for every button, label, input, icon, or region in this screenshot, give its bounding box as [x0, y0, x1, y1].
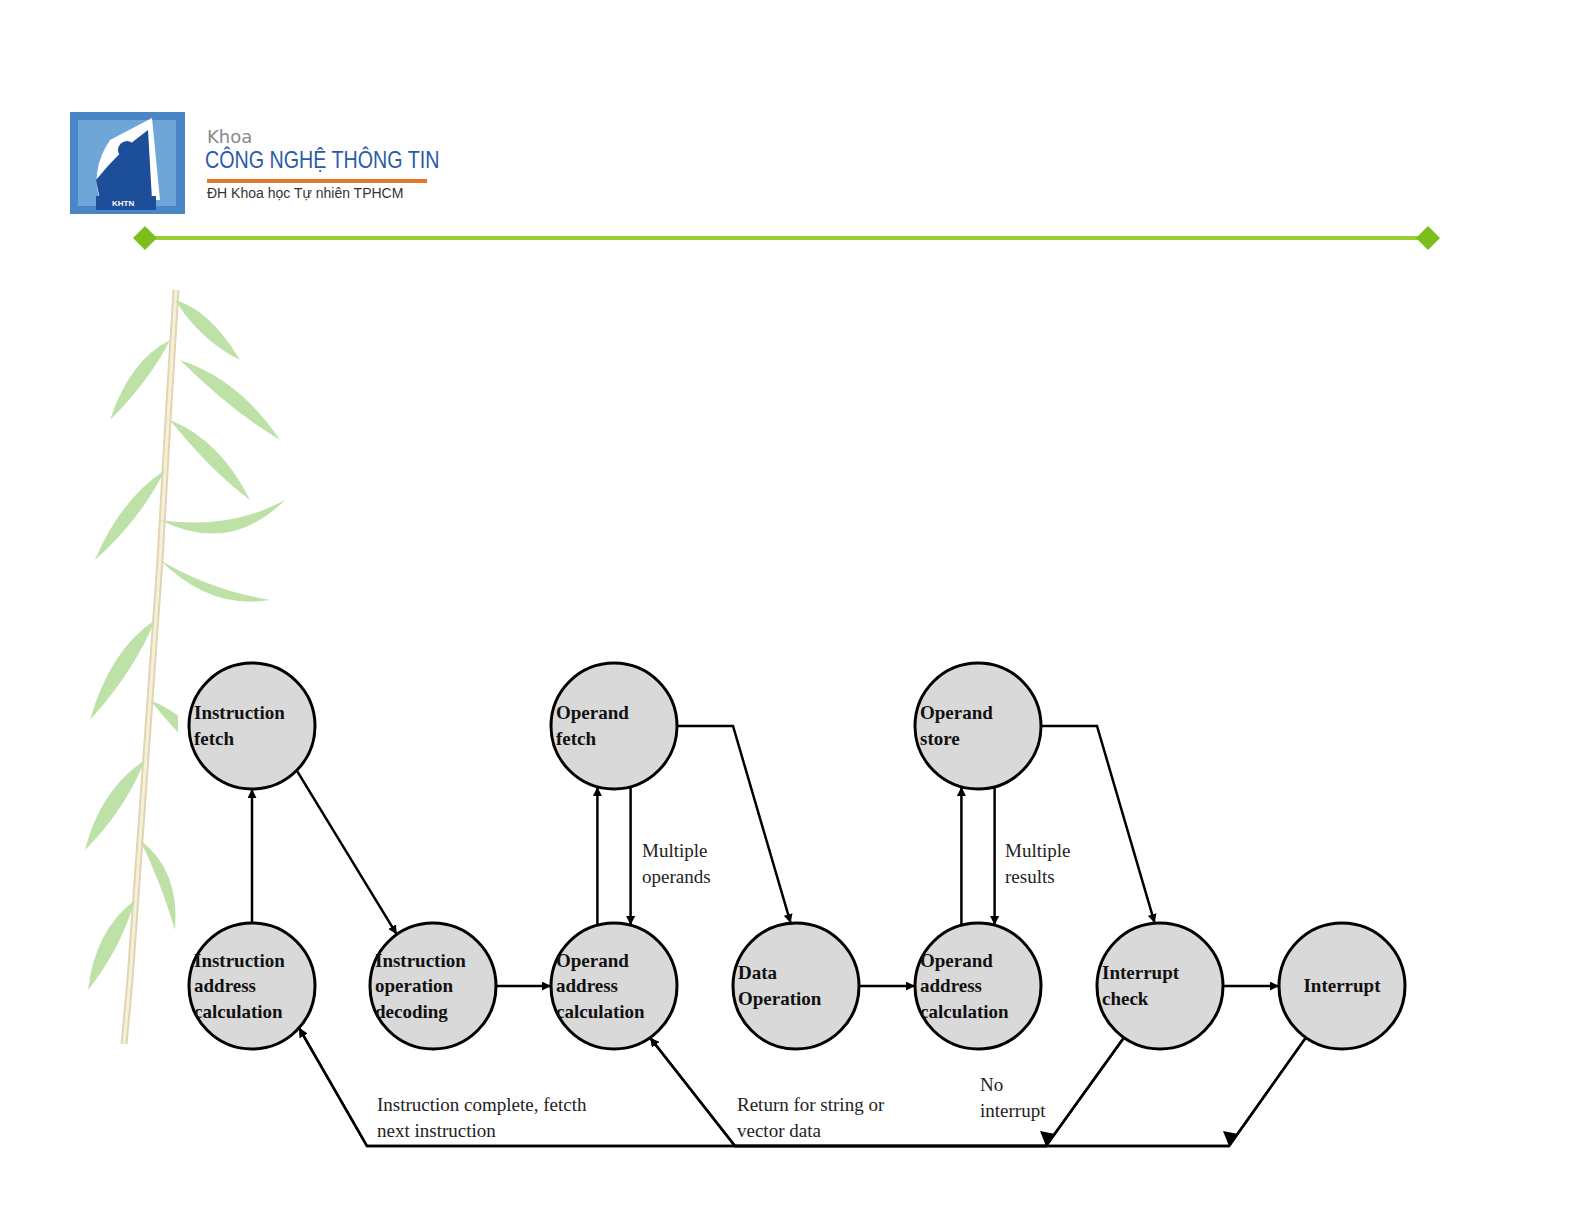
edge-label: Instruction complete, fetcth next instru…	[375, 1092, 591, 1143]
state-circle: Operand store	[913, 661, 1043, 791]
faculty-word: Khoa	[207, 126, 252, 148]
edge-label: Multiple operands	[640, 838, 736, 889]
rule-diamond	[133, 226, 157, 250]
state-circle: Interrupt check	[1095, 921, 1225, 1051]
state-label: Instruction fetch	[194, 700, 310, 751]
circle-outline	[187, 661, 317, 791]
flow-arrow	[993, 788, 996, 924]
edge-label: Return for string or vector data	[735, 1092, 895, 1143]
diagram-ground	[178, 648, 1418, 1158]
state-label: Operand address calculation	[920, 948, 1036, 1025]
faculty-name: CÔNG NGHỆ THÔNG TIN	[205, 146, 439, 175]
state-label: Data Operation	[738, 960, 854, 1011]
header-rule	[145, 236, 1428, 240]
rule-diamond	[1416, 226, 1440, 250]
logo-base	[96, 196, 156, 210]
state-label: Operand fetch	[556, 700, 672, 751]
state-label: Interrupt check	[1102, 960, 1218, 1011]
flow-arrow	[297, 771, 396, 933]
circle-outline	[1095, 921, 1225, 1051]
circle-outline	[549, 661, 679, 791]
flow-arrow	[497, 985, 550, 988]
state-circle: Instruction fetch	[187, 661, 317, 791]
university-name: ĐH Khoa học Tự nhiên TPHCM	[207, 185, 403, 202]
flow-arrow	[860, 985, 914, 988]
logo-atom	[118, 141, 136, 159]
logo-sail	[97, 118, 160, 200]
state-circle: Interrupt	[1277, 921, 1407, 1051]
flow-arrow	[1042, 726, 1154, 922]
flow-arrow	[1224, 985, 1278, 988]
flow-arrow	[629, 788, 632, 924]
circle-outline	[913, 661, 1043, 791]
logo-underline	[207, 179, 427, 183]
circle-outline	[731, 921, 861, 1051]
state-label: Operand store	[920, 700, 1036, 751]
state-circle: Data Operation	[731, 921, 861, 1051]
logo-text: KHTN	[112, 199, 134, 209]
state-label: Instruction operation decoding	[375, 948, 491, 1025]
state-label: Operand address calculation	[556, 948, 672, 1025]
state-circle: Operand address calculation	[913, 921, 1043, 1051]
flow-arrow	[678, 726, 790, 922]
logo-sail-shade	[96, 130, 152, 200]
logo-ground	[70, 112, 185, 214]
state-circle: Operand fetch	[549, 661, 679, 791]
edge-label: Multiple results	[1003, 838, 1099, 889]
edge-label: No interrupt	[978, 1072, 1060, 1123]
state-circle: Operand address calculation	[549, 921, 679, 1051]
flow-arrow	[960, 788, 963, 924]
state-label: Interrupt	[1303, 973, 1380, 999]
state-label: Instruction address calculation	[194, 948, 310, 1025]
flow-arrow	[596, 788, 599, 924]
state-circle: Instruction operation decoding	[368, 921, 498, 1051]
flow-arrow	[651, 1038, 1306, 1146]
flow-arrow	[251, 790, 254, 922]
state-circle: Instruction address calculation	[187, 921, 317, 1051]
